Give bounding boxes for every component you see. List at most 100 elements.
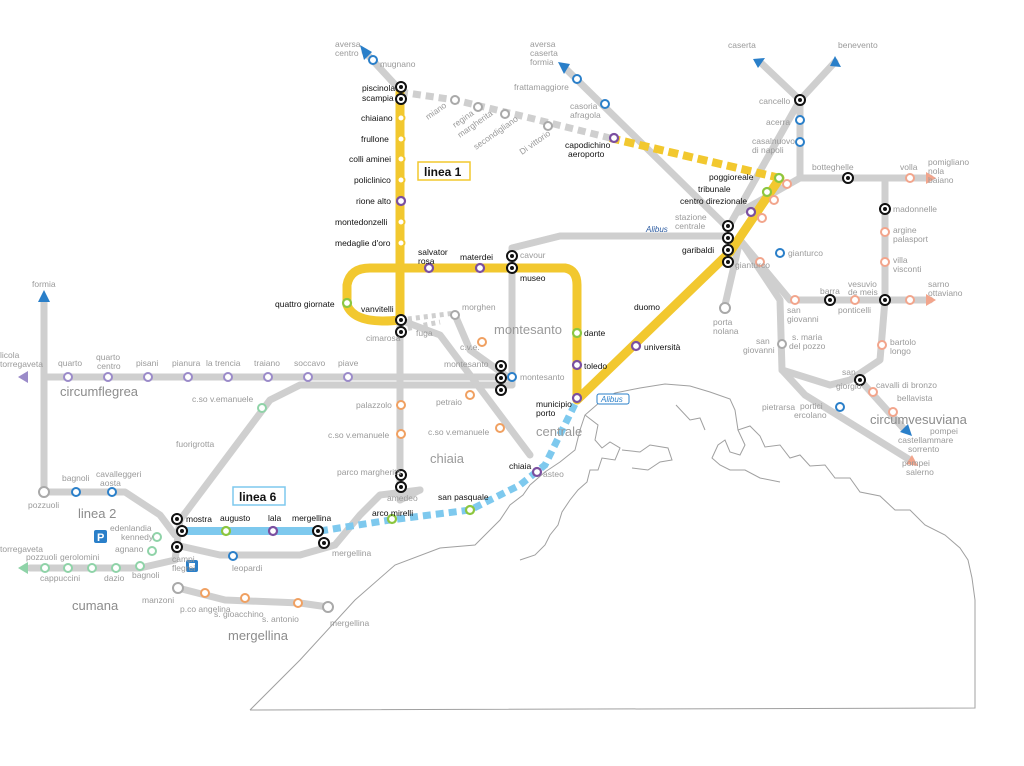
svg-text:aversa: aversa xyxy=(530,39,556,49)
svg-text:Di vittorio: Di vittorio xyxy=(517,128,552,157)
stop-lala[interactable] xyxy=(267,525,279,537)
svg-text:chiaia: chiaia xyxy=(430,451,465,466)
stop-chiaia[interactable] xyxy=(531,466,543,478)
stop-municipio[interactable] xyxy=(571,392,583,404)
svg-text:vesuvio: vesuvio xyxy=(848,279,877,289)
svg-text:del pozzo: del pozzo xyxy=(789,341,826,351)
svg-text:pianura: pianura xyxy=(172,358,201,368)
svg-text:amedeo: amedeo xyxy=(387,493,418,503)
svg-text:quattro giornate: quattro giornate xyxy=(275,299,335,309)
svg-text:Alibus: Alibus xyxy=(645,225,668,234)
stop-colli-aminei[interactable] xyxy=(396,154,406,164)
svg-text:manzoni: manzoni xyxy=(142,595,174,605)
stop-centro-dir[interactable] xyxy=(745,206,757,218)
svg-text:kennedy: kennedy xyxy=(121,532,154,542)
svg-text:traiano: traiano xyxy=(254,358,280,368)
svg-text:campi: campi xyxy=(172,554,195,564)
svg-text:miano: miano xyxy=(423,100,448,122)
stop-augusto[interactable] xyxy=(220,525,232,537)
svg-text:madonnelle: madonnelle xyxy=(893,204,937,214)
svg-text:afragola: afragola xyxy=(570,110,601,120)
svg-text:centro: centro xyxy=(97,361,121,371)
circumflegrea-stops xyxy=(63,372,353,382)
svg-text:formia: formia xyxy=(32,279,56,289)
svg-text:salvator: salvator xyxy=(418,247,448,257)
arrow-sorrento xyxy=(906,455,918,466)
svg-text:toledo: toledo xyxy=(584,361,607,371)
svg-text:san: san xyxy=(842,367,856,377)
stop-dante[interactable] xyxy=(571,327,583,339)
circumvesuviana-name: circumvesuviana xyxy=(870,412,968,427)
line-names: circumflegrea circumvesuviana cumana mer… xyxy=(60,322,968,643)
svg-text:porta: porta xyxy=(713,317,733,327)
svg-text:dazio: dazio xyxy=(104,573,125,583)
svg-text:s. maria: s. maria xyxy=(792,332,823,342)
svg-text:rosa: rosa xyxy=(418,256,435,266)
svg-text:mergellina: mergellina xyxy=(330,618,369,628)
arrow-torregaveta xyxy=(18,562,28,574)
svg-text:la trencia: la trencia xyxy=(206,358,241,368)
stop-montedonzelli[interactable] xyxy=(396,217,406,227)
svg-text:casalnuovo: casalnuovo xyxy=(752,136,795,146)
arrow-sarno xyxy=(926,294,936,306)
svg-text:torregaveta: torregaveta xyxy=(0,544,43,554)
linea2-name: linea 2 xyxy=(78,506,116,521)
stop-frullone[interactable] xyxy=(396,134,406,144)
svg-text:museo: museo xyxy=(520,273,546,283)
svg-text:cavour: cavour xyxy=(520,250,546,260)
stop-chiaiano[interactable] xyxy=(396,113,406,123)
stop-policlinico[interactable] xyxy=(396,175,406,185)
arrow-formia-west xyxy=(38,290,50,302)
circumflegrea-name: circumflegrea xyxy=(60,384,139,399)
svg-text:pozzuoli: pozzuoli xyxy=(28,500,59,510)
svg-text:centrale: centrale xyxy=(675,221,706,231)
stop-rione-alto[interactable] xyxy=(395,195,407,207)
svg-text:poggioreale: poggioreale xyxy=(709,172,754,182)
blue-stops xyxy=(71,55,845,561)
stop-universita[interactable] xyxy=(630,340,642,352)
svg-text:flegrei: flegrei xyxy=(172,563,195,573)
mergellina-name: mergellina xyxy=(228,628,289,643)
svg-text:san pasquale: san pasquale xyxy=(438,492,489,502)
svg-text:p.co angelina: p.co angelina xyxy=(180,604,231,614)
svg-text:centro: centro xyxy=(335,48,359,58)
stop-quattro-giornate[interactable] xyxy=(341,297,353,309)
labels-other: aversa centro mugnano miano regina margh… xyxy=(0,39,969,628)
svg-text:formia: formia xyxy=(530,57,554,67)
svg-text:ottaviano: ottaviano xyxy=(928,288,963,298)
svg-text:pietrarsa: pietrarsa xyxy=(762,402,795,412)
arrow-benevento xyxy=(830,56,841,67)
svg-text:pompei: pompei xyxy=(930,426,958,436)
svg-text:longo: longo xyxy=(890,346,911,356)
stop-capodichino[interactable] xyxy=(608,132,620,144)
svg-text:bartolo: bartolo xyxy=(890,337,916,347)
svg-text:mergellina: mergellina xyxy=(332,548,371,558)
svg-text:parco margherita: parco margherita xyxy=(337,467,402,477)
svg-text:sorrento: sorrento xyxy=(908,444,939,454)
stop-tribunale[interactable] xyxy=(761,186,773,198)
svg-text:università: università xyxy=(644,342,681,352)
centrale-area: centrale xyxy=(536,424,582,439)
stop-arco-mirelli[interactable] xyxy=(386,513,398,525)
svg-text:piave: piave xyxy=(338,358,359,368)
svg-text:portici: portici xyxy=(800,401,823,411)
svg-text:cappuccini: cappuccini xyxy=(40,573,80,583)
linea6-dashed xyxy=(319,398,581,535)
svg-text:mostra: mostra xyxy=(186,514,212,524)
stop-materdei[interactable] xyxy=(474,262,486,274)
stop-salvator-rosa[interactable] xyxy=(423,262,435,274)
svg-text:arco mirelli: arco mirelli xyxy=(372,508,413,518)
svg-text:lala: lala xyxy=(268,513,282,523)
svg-text:bagnoli: bagnoli xyxy=(62,473,90,483)
svg-text:bellavista: bellavista xyxy=(897,393,933,403)
grey-stops xyxy=(38,95,787,613)
svg-text:petraio: petraio xyxy=(436,397,462,407)
svg-text:fuorigrotta: fuorigrotta xyxy=(176,439,215,449)
arrow-pompei xyxy=(900,424,912,436)
parking-icon: P xyxy=(97,532,104,544)
stop-san-pasquale[interactable] xyxy=(464,504,476,516)
arrow-aversa xyxy=(360,45,372,60)
stop-medaglie[interactable] xyxy=(396,238,406,248)
stop-toledo[interactable] xyxy=(571,359,583,371)
stop-poggioreale[interactable] xyxy=(773,172,785,184)
